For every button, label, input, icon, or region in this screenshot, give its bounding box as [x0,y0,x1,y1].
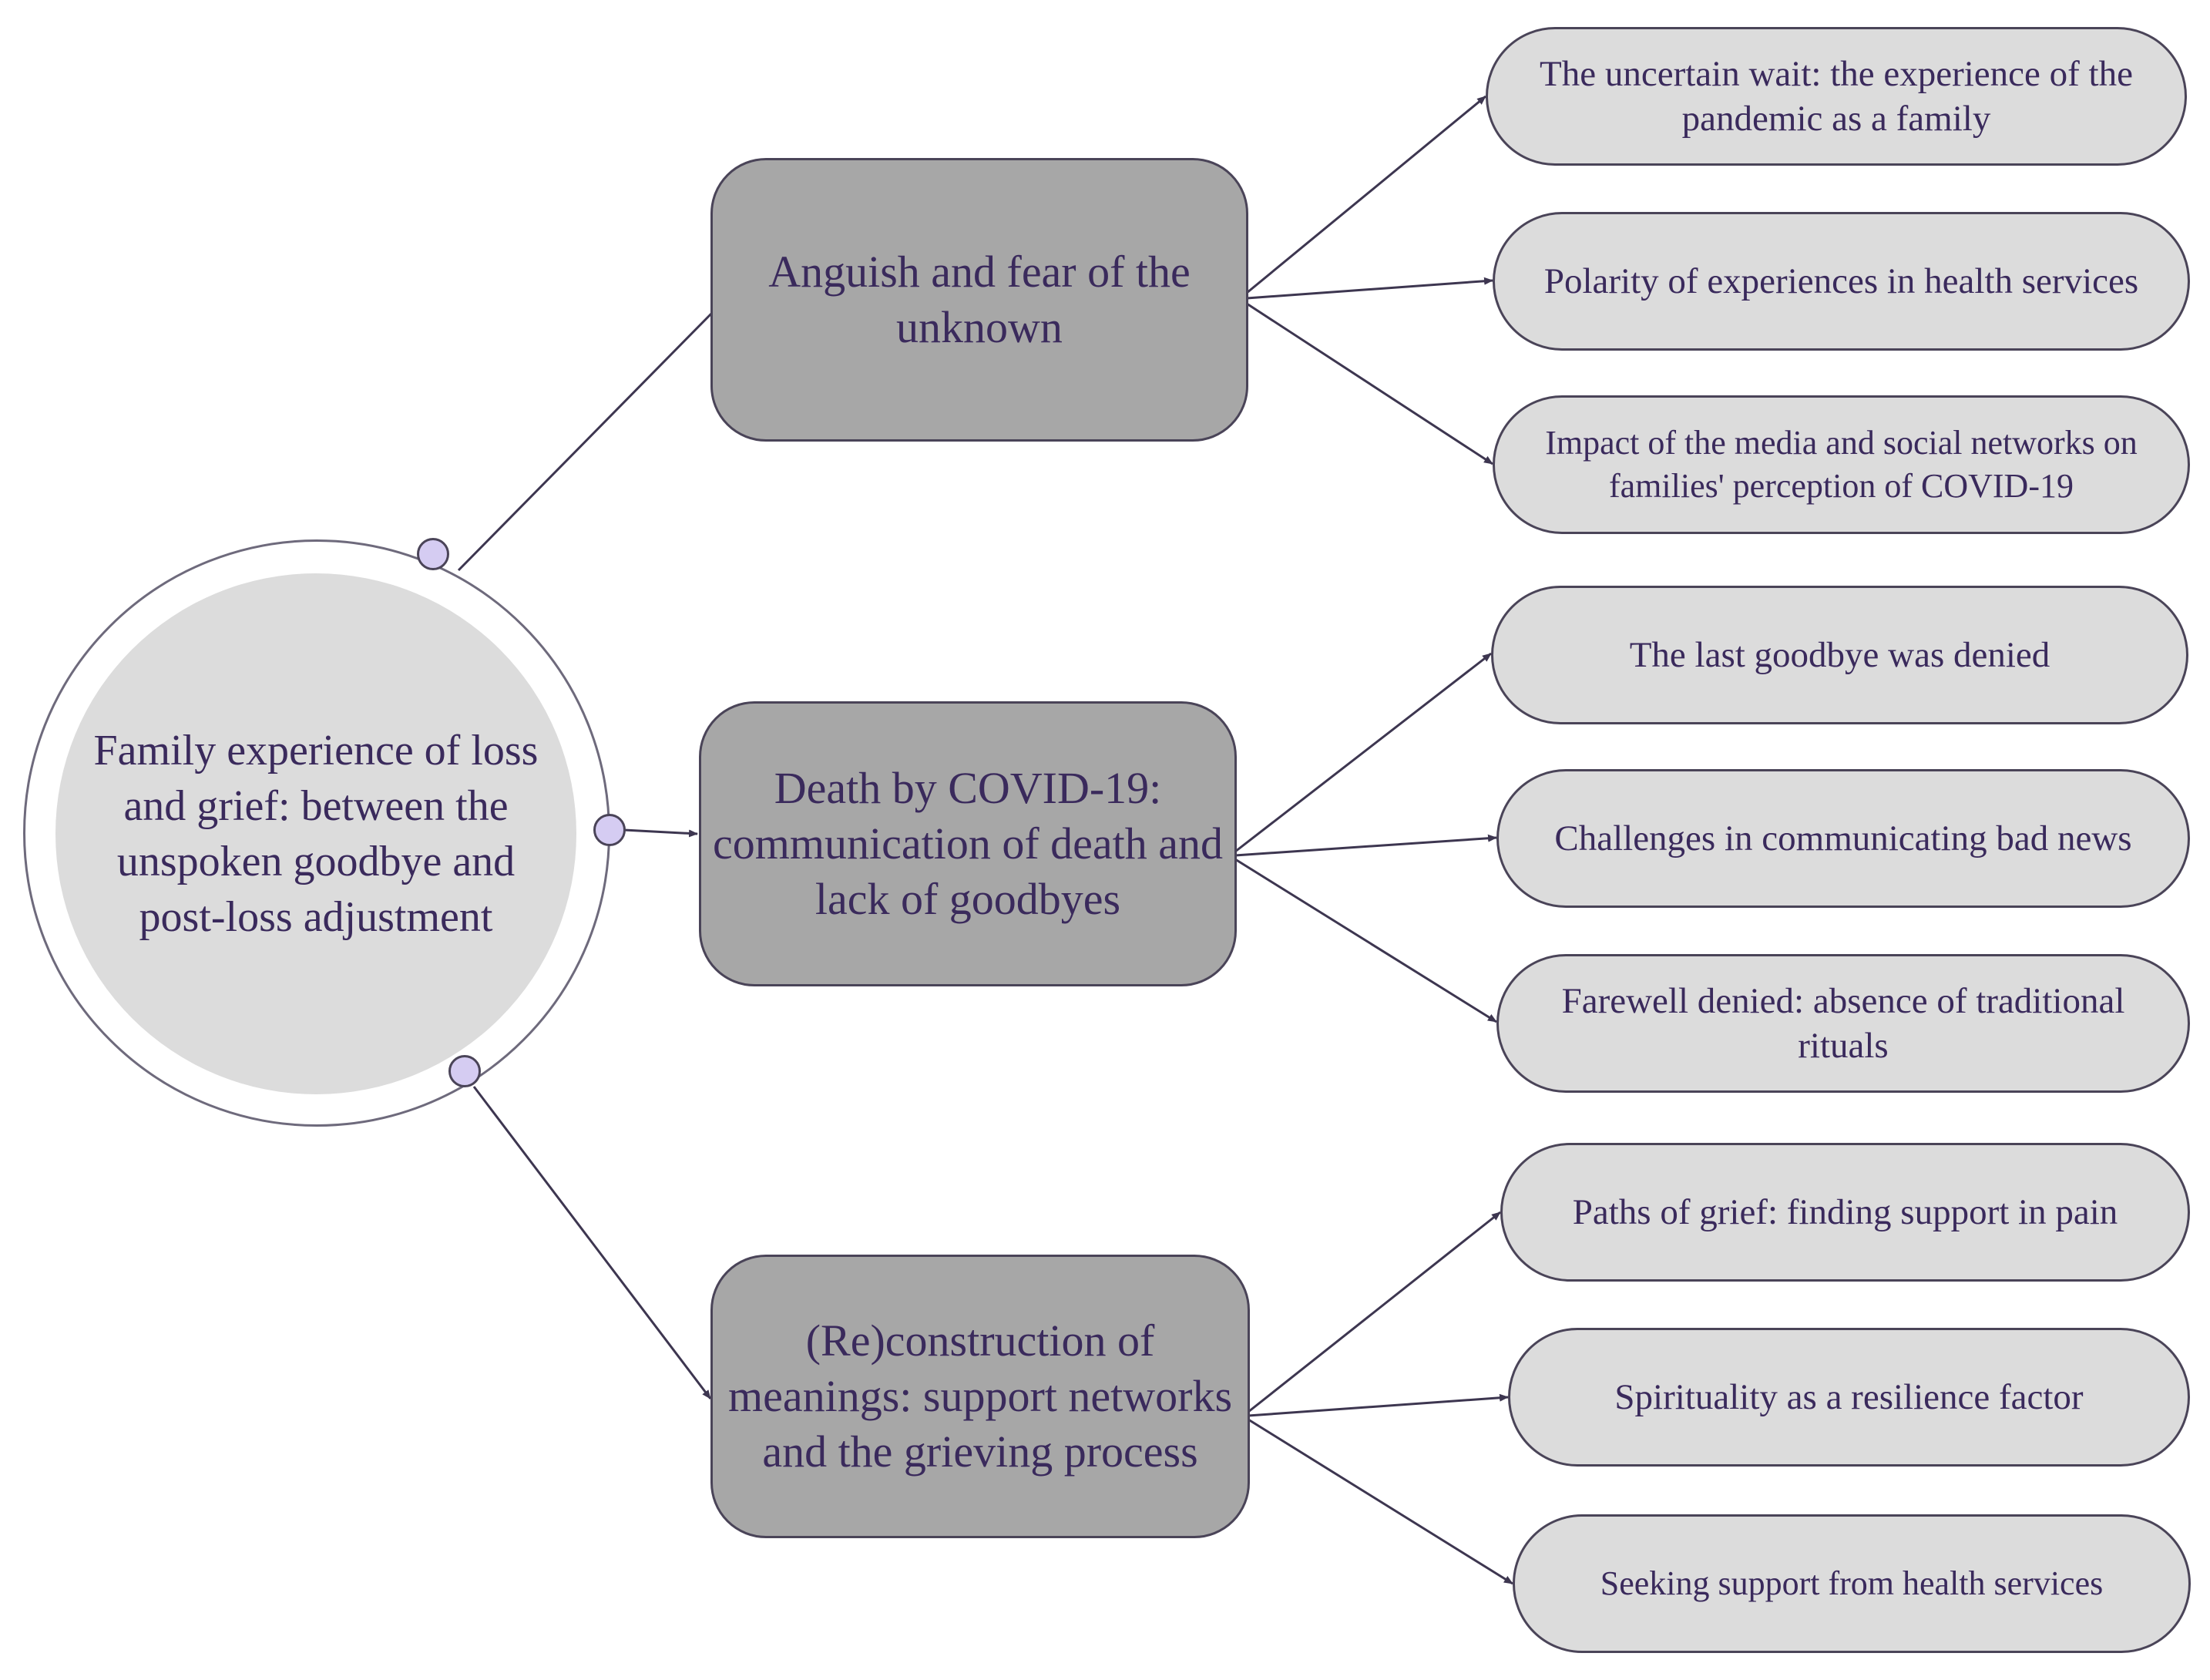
subtheme-1-3-label: Impact of the media and social networks … [1545,424,2138,505]
theme-1-label: Anguish and fear of the unknown [768,247,1191,352]
subtheme-1-1: The uncertain wait: the experience of th… [1486,27,2187,166]
subtheme-2-1: The last goodbye was denied [1491,586,2188,724]
subtheme-1-2-label: Polarity of experiences in health servic… [1543,261,2139,301]
subtheme-3-3: Seeking support from health services [1513,1514,2191,1653]
connector-theme-1-to-sub-3 [1246,302,1493,465]
connector-theme-2-to-sub-3 [1234,858,1497,1023]
theme-node-2: Death by COVID-19: communication of deat… [699,701,1237,986]
connector-theme-2-to-sub-1 [1234,652,1492,853]
connector-theme-1-to-sub-2 [1246,277,1493,300]
connector-center-to-theme-3 [472,1086,712,1399]
subtheme-3-1: Paths of grief: finding support in pain [1500,1143,2190,1282]
connector-center-to-theme-1 [457,311,714,572]
subtheme-2-1-label: The last goodbye was denied [1629,635,2050,675]
connector-theme-3-to-sub-2 [1248,1393,1509,1417]
connector-dot-top [417,538,449,570]
connector-center-to-theme-2 [623,828,698,838]
subtheme-3-2-label: Spirituality as a resilience factor [1614,1377,2084,1417]
connector-dot-bottom [448,1055,481,1087]
connector-theme-3-to-sub-1 [1248,1211,1501,1413]
subtheme-1-2: Polarity of experiences in health servic… [1493,212,2190,351]
subtheme-2-2-label: Challenges in communicating bad news [1554,818,2132,858]
subtheme-3-2: Spirituality as a resilience factor [1508,1328,2190,1467]
subtheme-1-1-label: The uncertain wait: the experience of th… [1540,54,2133,139]
subtheme-3-3-label: Seeking support from health services [1600,1564,2104,1602]
subtheme-2-2: Challenges in communicating bad news [1496,769,2190,908]
connector-theme-1-to-sub-1 [1246,95,1486,294]
theme-node-3: (Re)construction of meanings: support ne… [710,1255,1250,1538]
subtheme-1-3: Impact of the media and social networks … [1493,395,2190,534]
theme-node-1: Anguish and fear of the unknown [710,158,1248,442]
theme-3-label: (Re)construction of meanings: support ne… [727,1315,1233,1477]
center-node: Family experience of loss and grief: bet… [55,573,576,1094]
theme-2-label: Death by COVID-19: communication of deat… [713,763,1223,924]
connector-dot-middle [593,814,626,846]
subtheme-3-1-label: Paths of grief: finding support in pain [1572,1192,2118,1232]
center-node-label: Family experience of loss and grief: bet… [93,727,539,941]
subtheme-2-3: Farewell denied: absence of traditional … [1496,954,2190,1093]
subtheme-2-3-label: Farewell denied: absence of traditional … [1561,981,2125,1066]
connector-theme-3-to-sub-3 [1248,1418,1513,1585]
connector-theme-2-to-sub-2 [1234,834,1497,857]
